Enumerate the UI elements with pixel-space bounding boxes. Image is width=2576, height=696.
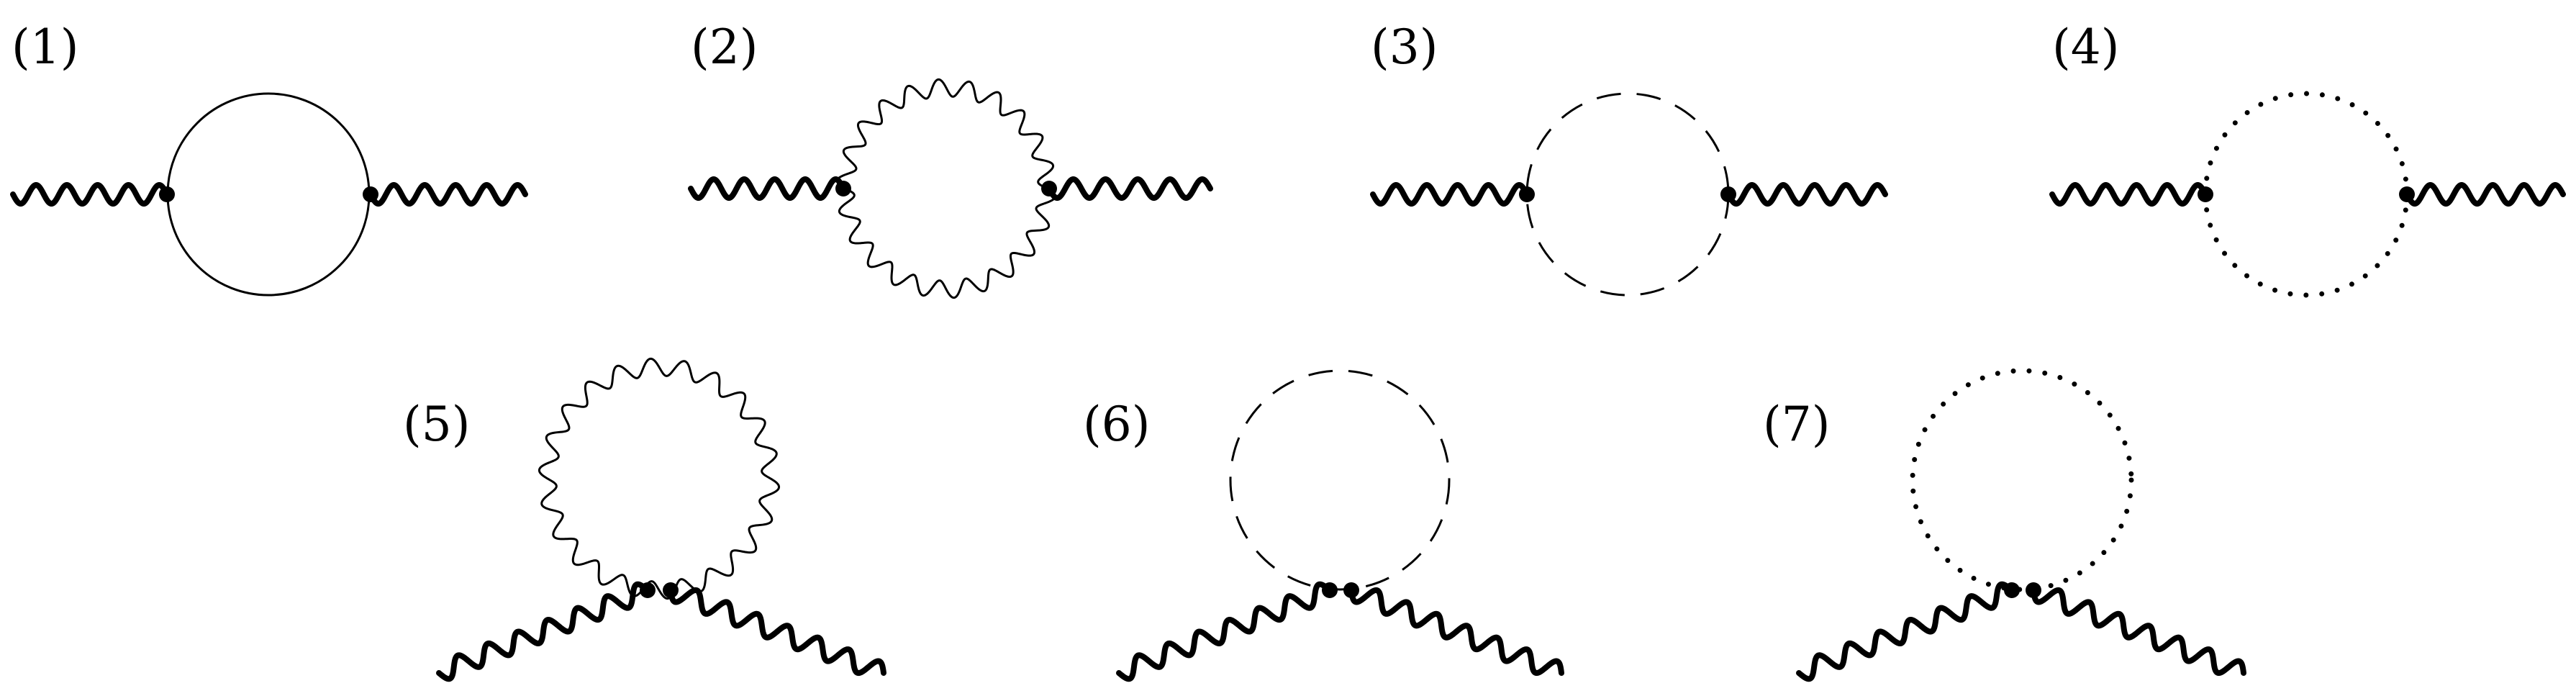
loop-line xyxy=(538,357,781,600)
vertex-left xyxy=(2004,582,2020,598)
external-line-left xyxy=(436,581,650,682)
diagram-label: (2) xyxy=(691,19,758,75)
vertex-left xyxy=(2198,186,2213,202)
diagram-3: (3) xyxy=(1370,19,1888,297)
diagram-6: (6) xyxy=(1083,369,1564,682)
external-line-right xyxy=(368,182,528,207)
vertex-right xyxy=(1720,186,1736,202)
loop-line xyxy=(835,78,1057,299)
external-line-left xyxy=(688,176,846,201)
vertex-right xyxy=(1343,582,1359,598)
vertex-left xyxy=(159,186,175,202)
vertex-left xyxy=(835,181,851,196)
external-line-left xyxy=(1116,581,1333,682)
vertex-right xyxy=(2399,186,2415,202)
diagram-2: (2) xyxy=(688,19,1213,299)
loop-line xyxy=(166,92,371,297)
external-line-right xyxy=(2031,587,2246,677)
external-line-left xyxy=(2049,182,2208,207)
diagram-5: (5) xyxy=(403,357,886,682)
diagram-7: (7) xyxy=(1763,368,2246,682)
vertex-left xyxy=(640,582,656,598)
loop-line xyxy=(2203,91,2410,298)
diagram-label: (1) xyxy=(12,19,79,75)
external-line-left xyxy=(1796,581,2015,682)
vertex-right xyxy=(1041,181,1057,196)
external-line-left xyxy=(1370,182,1530,207)
diagram-label: (4) xyxy=(2052,19,2120,75)
external-line-right xyxy=(1348,587,1564,677)
diagram-4: (4) xyxy=(2049,19,2566,298)
diagram-label: (7) xyxy=(1763,397,1831,452)
vertex-right xyxy=(663,582,679,598)
loop-line xyxy=(1910,368,2134,592)
loop-line xyxy=(1229,369,1451,591)
external-line-right xyxy=(668,587,886,677)
vertex-right xyxy=(363,186,378,202)
vertex-left xyxy=(1519,186,1535,202)
diagram-label: (5) xyxy=(403,397,471,452)
loop-line xyxy=(1525,92,1730,297)
vertex-left xyxy=(1322,582,1338,598)
external-line-right xyxy=(1046,176,1213,201)
diagram-1: (1) xyxy=(10,19,528,297)
external-line-right xyxy=(2404,182,2566,207)
external-line-left xyxy=(10,182,170,207)
external-line-right xyxy=(1725,182,1888,207)
diagram-label: (6) xyxy=(1083,397,1151,452)
vertex-right xyxy=(2026,582,2041,598)
diagram-label: (3) xyxy=(1371,19,1438,75)
